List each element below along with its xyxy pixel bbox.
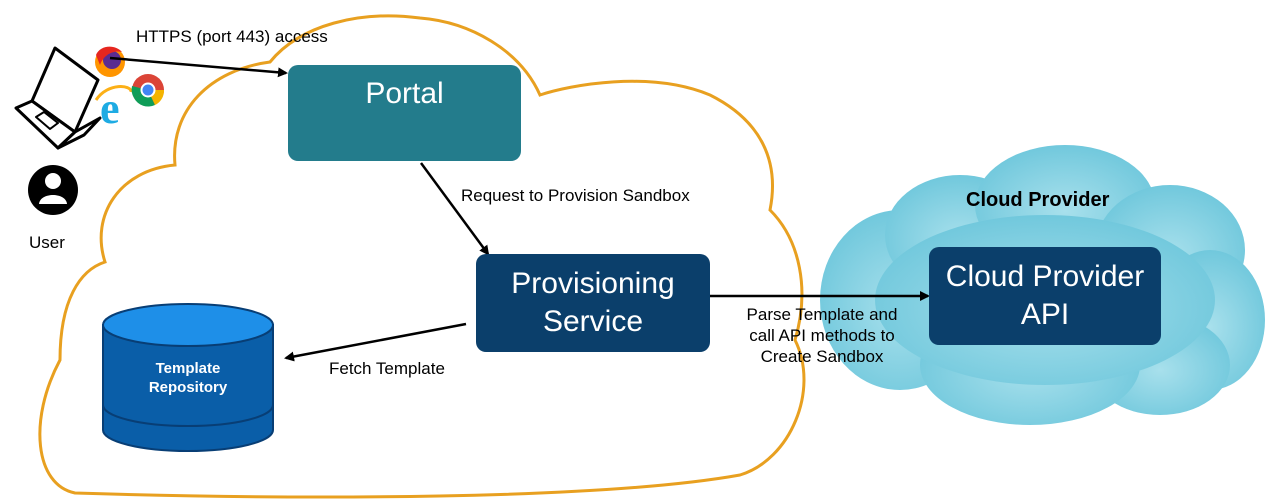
avatar [28, 165, 78, 215]
svg-text:e: e [100, 84, 120, 133]
provisioning-label-line1: Provisioning [511, 267, 675, 300]
parse-template-label: Parse Template and call API methods to C… [722, 304, 922, 367]
parse-template-line1: Parse Template and [746, 305, 898, 324]
chrome-icon [131, 74, 165, 107]
cloud-api-label-line2: API [1020, 298, 1070, 331]
arrow-provisioning-to-repository [284, 322, 467, 362]
laptop-icon [14, 46, 102, 150]
firefox-icon [95, 46, 125, 77]
internet-explorer-icon: e [94, 84, 133, 133]
arrow-user-to-portal [109, 56, 288, 78]
portal-label: Portal [365, 77, 444, 110]
repository-label-line2: Repository [148, 379, 228, 396]
cloud-provider-api-box: Cloud Provider API [929, 247, 1161, 345]
parse-template-line2: call API methods to [749, 326, 895, 345]
cloud-api-label-line1: Cloud Provider [945, 260, 1145, 293]
main-cloud-outline [38, 14, 806, 499]
cloud-provider-title: Cloud Provider [966, 189, 1110, 211]
portal-box: Portal [288, 65, 521, 161]
provisioning-label-line2: Service [542, 305, 644, 338]
template-repository [102, 303, 274, 452]
repository-label-line1: Template [155, 360, 221, 377]
request-provision-label: Request to Provision Sandbox [461, 186, 690, 205]
user-label: User [29, 233, 65, 252]
fetch-template-label: Fetch Template [329, 359, 445, 378]
parse-template-line3: Create Sandbox [760, 347, 884, 366]
https-access-label: HTTPS (port 443) access [136, 27, 328, 46]
arrow-portal-to-provisioning [419, 162, 490, 256]
provisioning-service-box: Provisioning Service [476, 254, 710, 352]
repository-label: Template Repository [103, 355, 273, 401]
